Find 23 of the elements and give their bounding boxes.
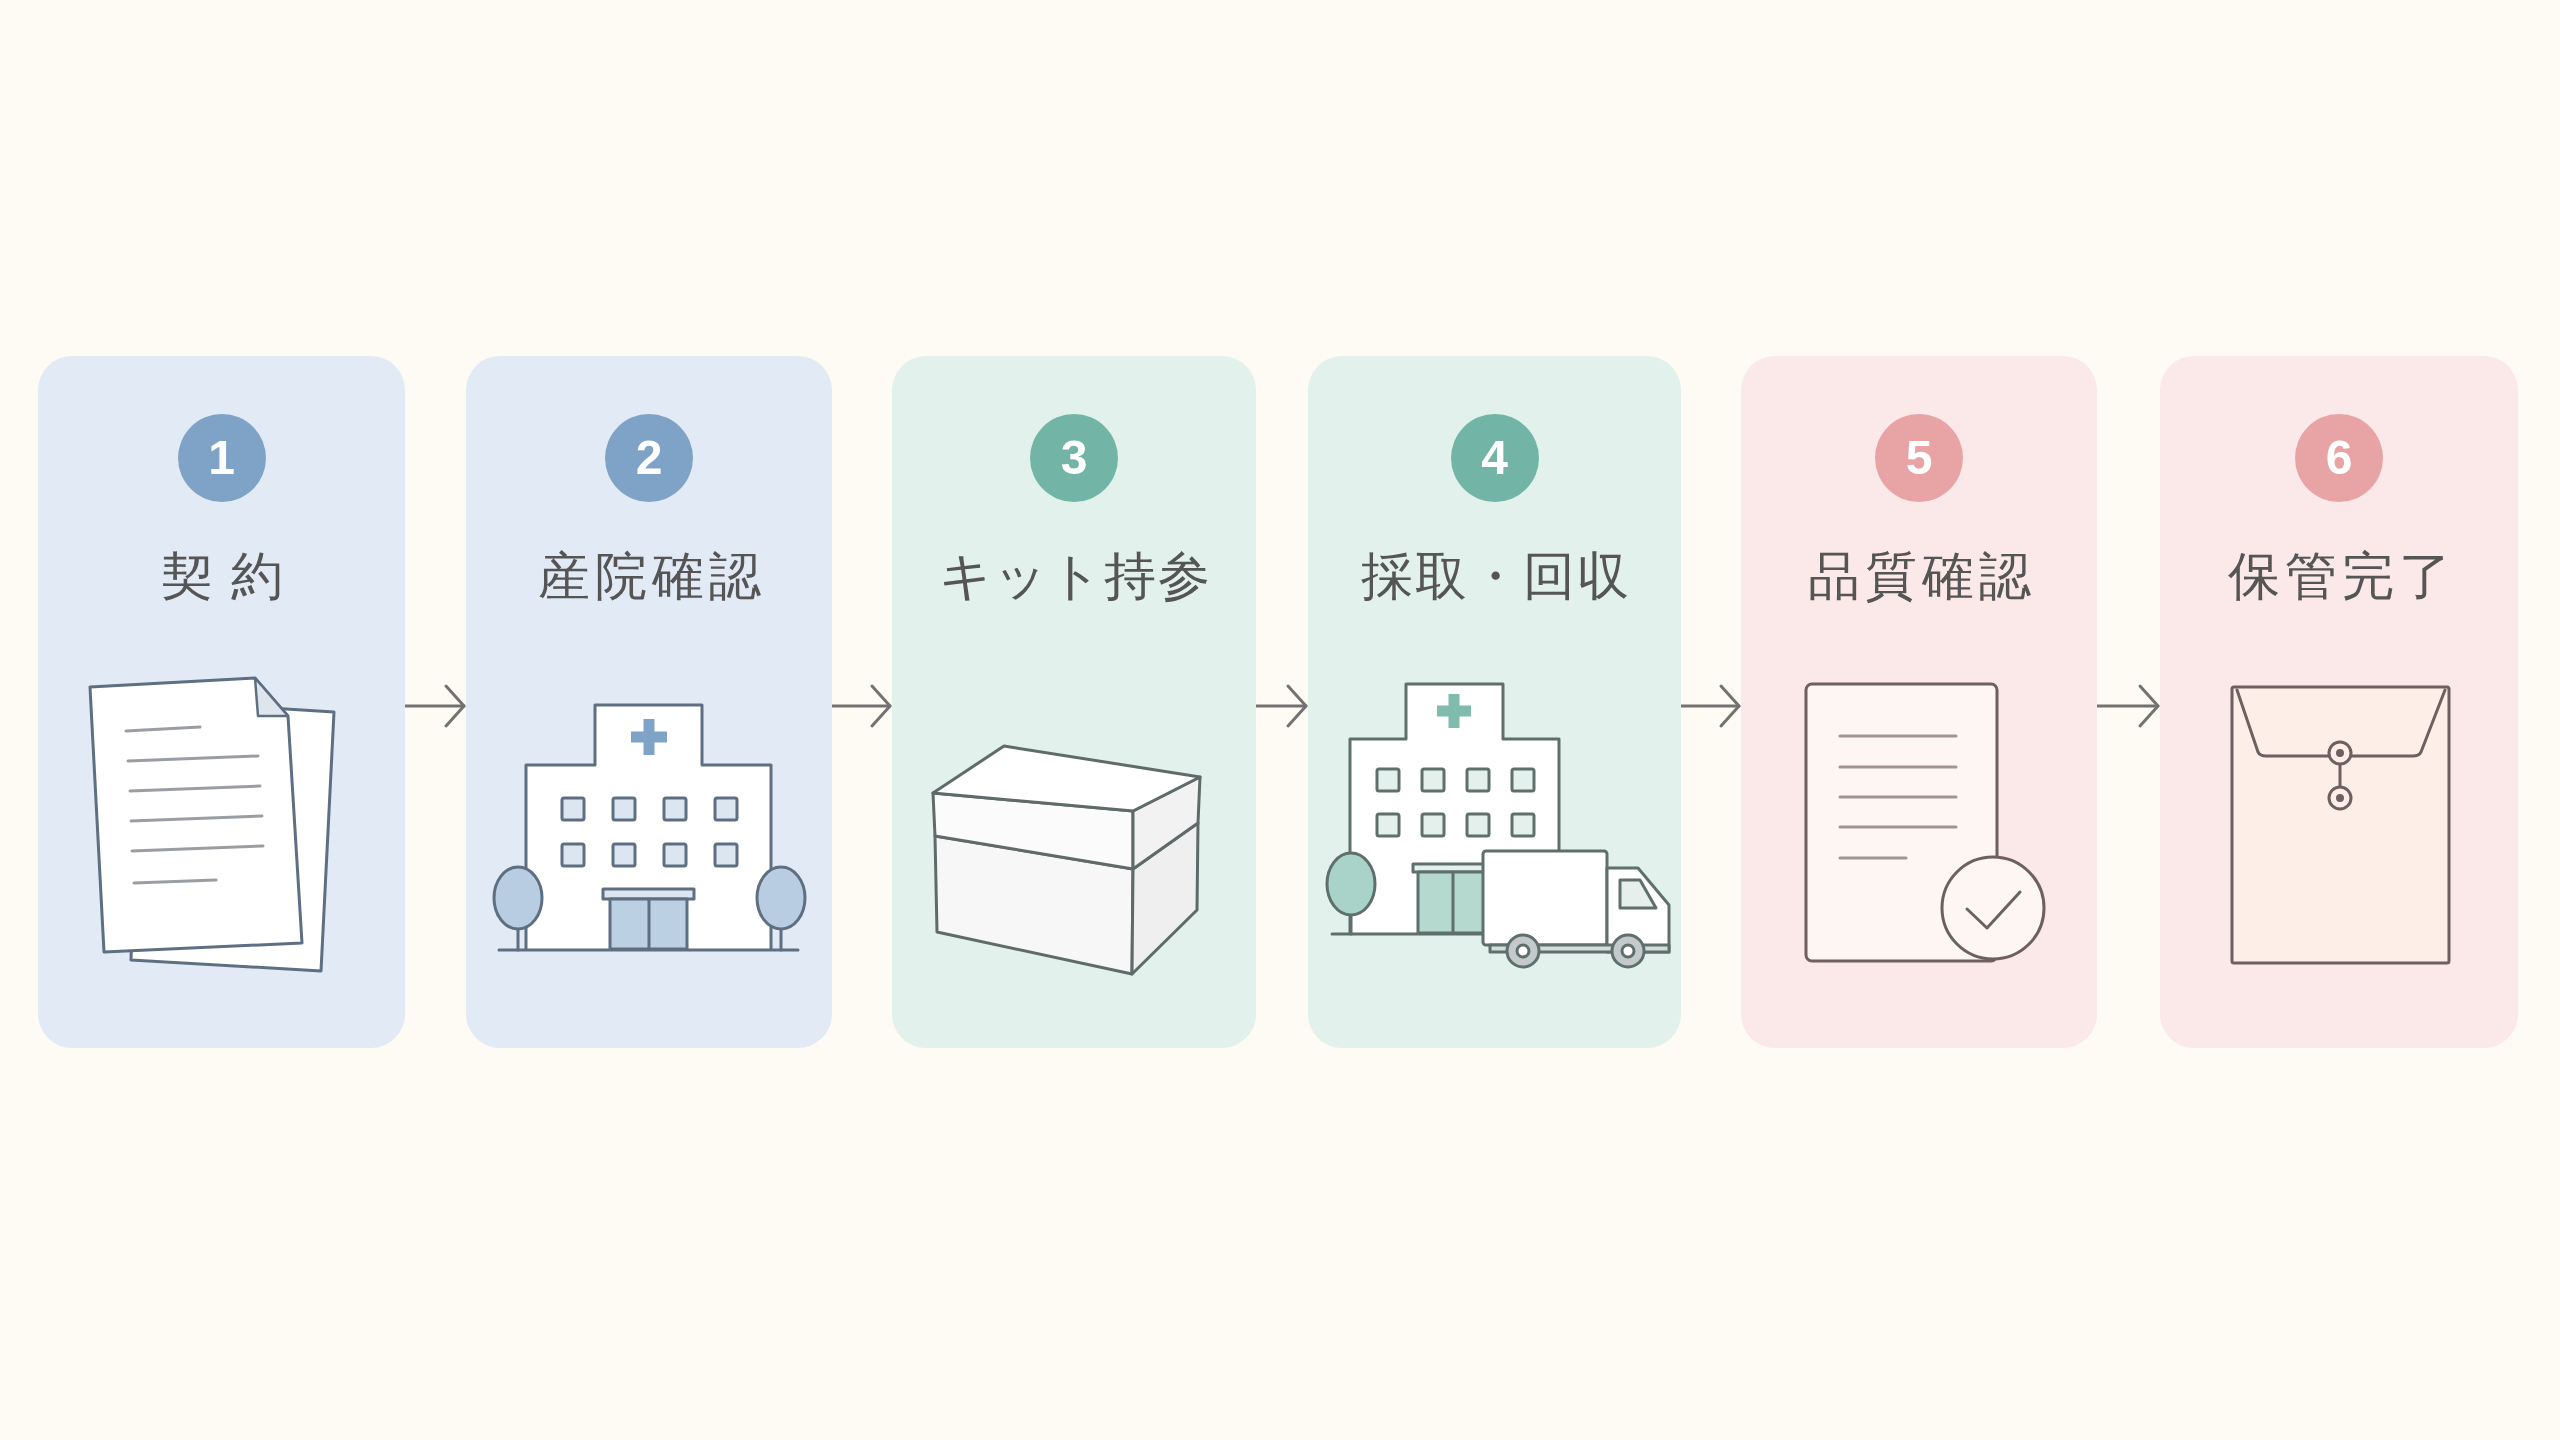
step-title: 契約	[159, 545, 301, 607]
step-card	[892, 356, 1256, 1048]
step-card	[1741, 356, 2097, 1048]
arrow	[403, 684, 466, 728]
arrow	[1254, 684, 1308, 728]
step-number: 6	[2295, 414, 2383, 502]
arrow	[2095, 684, 2160, 728]
step-title: 保管完了	[2226, 545, 2456, 607]
step-number: 3	[1030, 414, 1118, 502]
step-number: 2	[605, 414, 693, 502]
step-card	[2160, 356, 2518, 1048]
step-card	[38, 356, 405, 1048]
arrow	[1679, 684, 1741, 728]
arrow	[830, 684, 892, 728]
step-number: 1	[177, 414, 266, 502]
step-title: 採取・回収	[1359, 545, 1631, 607]
step-number: 4	[1450, 414, 1539, 502]
step-number: 5	[1875, 414, 1963, 502]
step-title: キット持参	[937, 545, 1212, 607]
step-card	[1308, 356, 1681, 1048]
step-title: 産院確認	[536, 545, 766, 607]
step-title: 品質確認	[1806, 545, 2036, 607]
step-card	[466, 356, 832, 1048]
